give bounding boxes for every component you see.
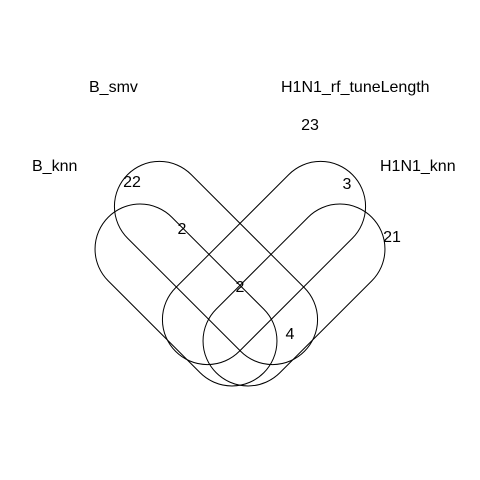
set-outline-h1n1-knn bbox=[202, 203, 386, 387]
region-count-all-four: 2 bbox=[236, 279, 245, 296]
set-label-h1n1-rf-tunelength: H1N1_rf_tuneLength bbox=[281, 79, 430, 96]
set-outline-b-smv bbox=[113, 160, 319, 366]
region-count-b-smv-h1n1-rf-h1n1-knn: 4 bbox=[286, 326, 295, 343]
region-count-b-knn-only: 22 bbox=[123, 174, 141, 191]
set-outline-b-knn bbox=[94, 203, 278, 387]
set-label-h1n1-knn: H1N1_knn bbox=[380, 158, 456, 175]
region-count-h1n1-rf-and-h1n1-knn: 3 bbox=[343, 176, 352, 193]
region-count-h1n1-rf-only: 23 bbox=[301, 117, 319, 134]
set-label-b-knn: B_knn bbox=[32, 158, 77, 175]
set-outline-h1n1-rf-tunelength bbox=[161, 160, 367, 366]
set-label-b-smv: B_smv bbox=[89, 79, 138, 96]
region-count-b-knn-b-smv-h1n1-rf: 2 bbox=[178, 221, 187, 238]
region-count-h1n1-knn-only: 21 bbox=[383, 229, 401, 246]
